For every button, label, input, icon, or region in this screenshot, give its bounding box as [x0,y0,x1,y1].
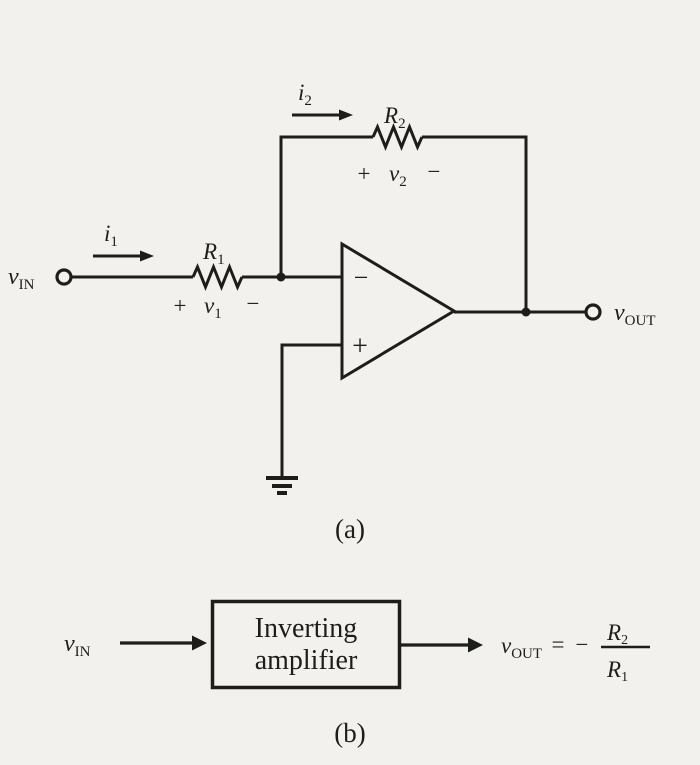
v1-minus-sign: − [247,291,260,316]
vout-label: vOUT [614,300,655,329]
formula-equals: = [552,632,565,657]
resistor-r2 [371,122,424,152]
input-terminal [55,268,73,286]
i2-arrow [292,109,353,121]
formula-numerator-r2: R2 [606,620,628,648]
formula-vout: vOUT [501,633,542,662]
block-diagram-b: vIN Inverting amplifier vOUT = − [64,599,650,748]
resistor-r1 [191,262,244,292]
inverting-node-dot [276,272,286,282]
v2-plus-sign: + [358,161,371,186]
r1-label: R1 [202,239,225,268]
noninverting-ground-wire [280,343,342,478]
caption-b: (b) [334,718,365,748]
output-arrow [400,637,483,653]
v1-label: v1 [204,293,222,322]
v2-label: v2 [389,161,407,190]
r2-label: R2 [383,103,406,132]
opamp-triangle [340,241,457,381]
amplifier-block-line2: amplifier [255,645,358,676]
formula-minus: − [576,632,589,657]
vin-label: vIN [8,264,35,293]
amplifier-block-box [210,599,402,690]
v1-plus-sign: + [174,293,187,318]
opamp-inverting-input-sign: − [354,263,369,292]
feedback-wire-left [279,135,373,277]
i2-label: i2 [298,80,312,109]
ground-icon [266,476,298,495]
input-arrow [120,635,207,651]
vin-label-b: vIN [64,631,91,660]
amplifier-block-line1: Inverting [255,613,358,644]
output-node-dot [521,307,531,317]
caption-a: (a) [335,514,365,544]
opamp-noninverting-input-sign: + [352,331,368,362]
formula-denominator-r1: R1 [606,657,628,685]
feedback-wire-right [422,135,528,312]
v2-minus-sign: − [428,159,441,184]
circuit-schematic-a: − + vI [8,80,655,544]
output-terminal [584,303,602,321]
i1-arrow [93,250,154,262]
gain-formula: vOUT = − R2 R1 [501,620,650,685]
i1-label: i1 [104,221,118,250]
